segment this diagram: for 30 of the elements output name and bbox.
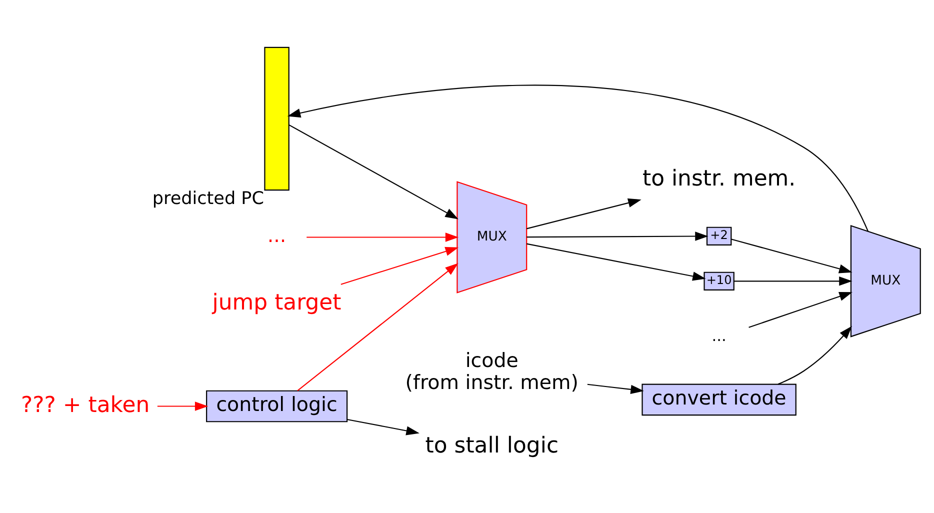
node-box: MUX bbox=[850, 224, 921, 337]
node-box: MUX bbox=[456, 180, 528, 293]
arrow bbox=[526, 242, 706, 280]
node-label: predicted PC bbox=[152, 188, 264, 209]
arrow bbox=[587, 383, 644, 394]
arrow bbox=[297, 262, 458, 391]
node-box: +2 bbox=[706, 226, 732, 245]
arrow bbox=[347, 418, 420, 435]
arrow bbox=[157, 401, 208, 410]
arrow bbox=[288, 124, 458, 219]
arrow bbox=[340, 246, 459, 284]
arrow bbox=[287, 84, 869, 232]
node-text: jump target bbox=[212, 290, 342, 316]
node-box: control logic bbox=[206, 390, 348, 422]
arrow bbox=[778, 326, 852, 384]
node-text: ... bbox=[267, 224, 286, 247]
arrow bbox=[306, 232, 459, 242]
node-text: to stall logic bbox=[425, 432, 559, 458]
node-bar bbox=[264, 46, 290, 190]
arrow bbox=[526, 231, 708, 240]
arrow bbox=[748, 291, 852, 328]
node-text: icode (from instr. mem) bbox=[405, 348, 578, 394]
node-text: ... bbox=[712, 326, 726, 345]
node-box: +10 bbox=[704, 271, 734, 290]
node-text: to instr. mem. bbox=[642, 166, 796, 192]
arrow bbox=[731, 238, 852, 273]
node-box: convert icode bbox=[642, 383, 796, 416]
node-text: ??? + taken bbox=[20, 392, 150, 418]
arrow bbox=[526, 198, 642, 229]
arrow bbox=[734, 276, 852, 286]
